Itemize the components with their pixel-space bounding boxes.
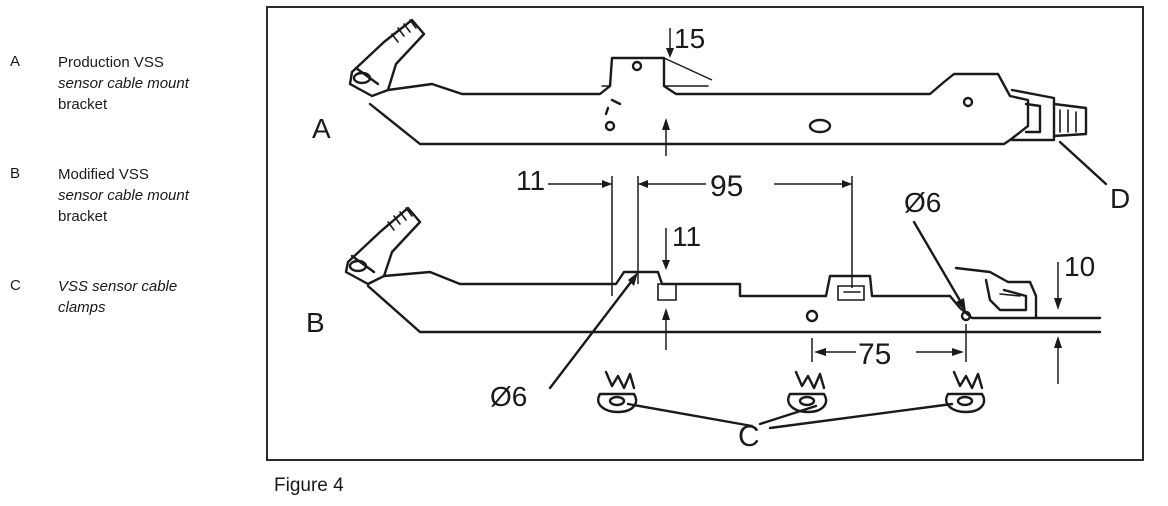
label-bracket-a: A: [312, 113, 331, 144]
bracket-a-tab-hole: [631, 60, 643, 72]
dim-tab-height-b: [662, 228, 670, 350]
dim-label-11-b: 11: [672, 221, 701, 252]
legend-b-line3: bracket: [58, 208, 108, 225]
clamp-center: [787, 370, 828, 414]
bracket-a-hole-left: [604, 120, 616, 132]
legend-letter-b: B: [10, 165, 21, 182]
legend-a-line1: Production VSS: [58, 54, 164, 71]
clamp-left: [597, 370, 638, 414]
bracket-b: [344, 206, 1102, 334]
legend-c-line1: VSS sensor cable: [58, 278, 178, 295]
leader-c: [626, 402, 954, 430]
legend-b-line1: Modified VSS: [58, 166, 149, 183]
dim-label-15: 15: [674, 23, 705, 54]
bracket-b-hole-center: [805, 309, 819, 323]
leader-d: [1058, 140, 1108, 186]
legend-letter-c: C: [10, 277, 21, 294]
legend-b-line2: sensor cable mount: [58, 187, 189, 204]
legend-text-b: Modified VSS sensor cable mount bracket: [58, 164, 258, 227]
dim-label-10: 10: [1064, 251, 1095, 282]
dim-row-top: [548, 176, 853, 296]
clamp-right: [945, 370, 986, 414]
label-clamps: C: [738, 420, 760, 453]
legend: A Production VSS sensor cable mount brac…: [0, 0, 260, 506]
dim-tab-height-a: [662, 28, 713, 156]
bracket-b-right-clip: [954, 266, 1038, 320]
bracket-a: [348, 18, 1108, 186]
bracket-b-body: [382, 270, 1102, 320]
legend-text-a: Production VSS sensor cable mount bracke…: [58, 52, 258, 115]
legend-a-line2: sensor cable mount: [58, 75, 189, 92]
figure-frame: [266, 6, 1144, 461]
legend-text-c: VSS sensor cable clamps: [58, 276, 258, 318]
legend-c-line2: clamps: [58, 299, 106, 316]
label-d: D: [1110, 183, 1130, 214]
dim-hole-left: [548, 272, 638, 390]
legend-a-line3: bracket: [58, 96, 108, 113]
figure-caption: Figure 4: [274, 475, 344, 496]
bracket-a-right-connector: [1010, 88, 1088, 142]
dim-clamp-spacing: [811, 324, 967, 362]
bracket-b-left-connector: [344, 206, 422, 286]
dim-label-11-top: 11: [516, 165, 545, 196]
legend-letter-a: A: [10, 53, 21, 70]
dim-label-dia-left: Ø6: [490, 381, 527, 412]
label-bracket-b: B: [306, 307, 325, 338]
bracket-a-hole-right: [962, 96, 974, 108]
dim-hole-right: [912, 220, 966, 312]
dim-label-95: 95: [710, 170, 743, 203]
bracket-a-body: [368, 56, 1030, 146]
dim-label-75: 75: [858, 338, 891, 371]
bracket-a-left-connector: [348, 18, 426, 98]
dim-edge-offset: [1054, 262, 1062, 384]
bracket-a-slot: [808, 118, 832, 134]
dim-label-dia-right: Ø6: [904, 187, 941, 218]
